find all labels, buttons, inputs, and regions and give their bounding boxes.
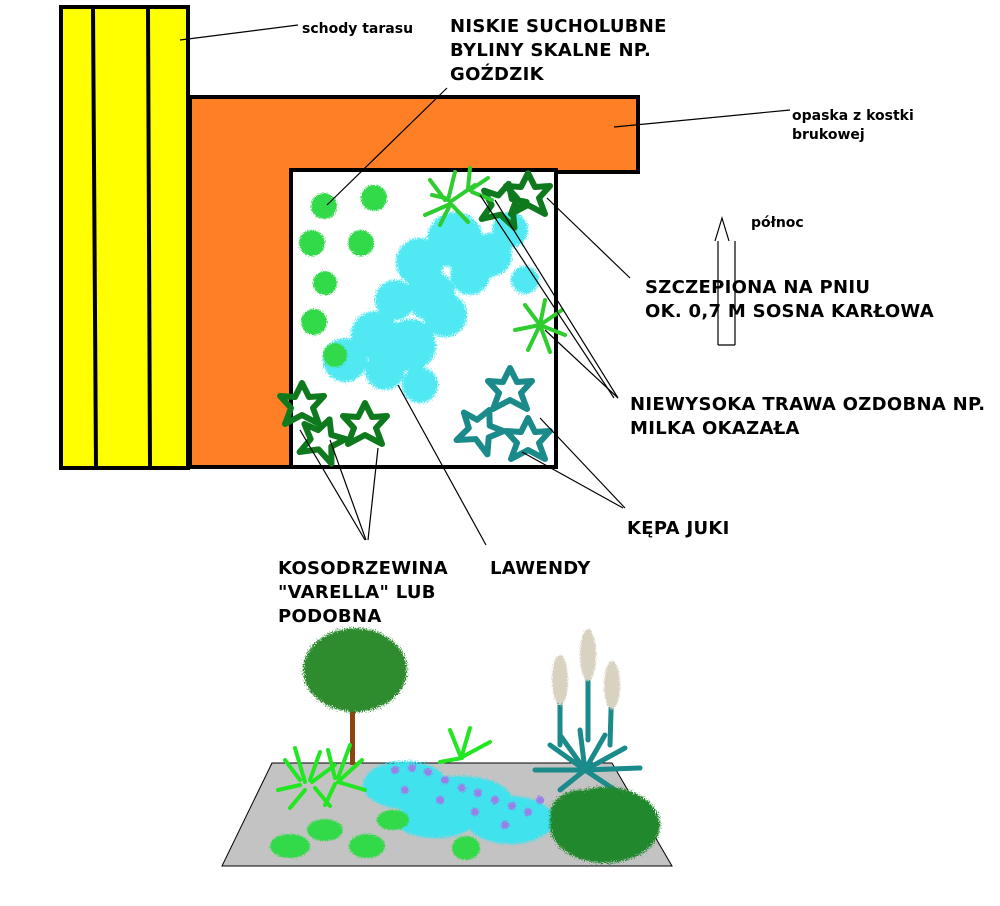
leader-lines (179, 24, 791, 546)
label-mountain-pine-line1: KOSODRZEWINA (278, 558, 449, 579)
label-yucca: KĘPA JUKI (627, 518, 730, 539)
label-lavender: LAWENDY (490, 558, 591, 579)
grass-plumes (552, 629, 620, 709)
mountain-pine-side (276, 726, 492, 810)
plan-view (59, 5, 791, 546)
lavender-flowers (391, 764, 544, 829)
north-arrow-icon (714, 215, 736, 346)
label-dwarf-pine: SZCZEPIONA NA PNIU OK. 0,7 M SOSNA KARŁO… (645, 276, 934, 324)
label-north: północ (751, 215, 804, 231)
label-ornamental-grass-line2: MILKA OKAZAŁA (630, 418, 800, 439)
dianthus-clumps (299, 185, 387, 367)
label-perennials: NISKIE SUCHOLUBNE BYLINY SKALNE NP. GOŹD… (450, 15, 667, 87)
label-mountain-pine-line2: "VARELLA" LUB (278, 582, 436, 603)
label-paving-border-line2: brukowej (792, 127, 865, 143)
label-perennials-line1: NISKIE SUCHOLUBNE (450, 16, 667, 37)
lavender-bed (363, 761, 554, 844)
label-perennials-line2: BYLINY SKALNE NP. (450, 40, 652, 61)
perspective-view (221, 628, 673, 867)
label-ornamental-grass-line1: NIEWYSOKA TRAWA OZDOBNA NP. (630, 394, 986, 415)
label-mountain-pine-line3: PODOBNA (278, 606, 382, 627)
ornamental-grass-plan (423, 166, 567, 354)
dianthus-cushions (270, 810, 480, 860)
label-paving-border: opaska z kostki brukowej (792, 107, 914, 145)
terrace-stairs (59, 5, 190, 470)
label-dwarf-pine-line1: SZCZEPIONA NA PNIU (645, 277, 871, 298)
label-perennials-line3: GOŹDZIK (450, 64, 544, 85)
label-paving-border-line1: opaska z kostki (792, 108, 914, 124)
dwarf-pine-tree (303, 628, 407, 765)
label-terrace-stairs: schody tarasu (302, 21, 414, 37)
label-ornamental-grass: NIEWYSOKA TRAWA OZDOBNA NP. MILKA OKAZAŁ… (630, 393, 985, 441)
label-mountain-pine: KOSODRZEWINA "VARELLA" LUB PODOBNA (278, 557, 448, 629)
label-dwarf-pine-line2: OK. 0,7 M SOSNA KARŁOWA (645, 301, 935, 322)
mountain-pine-shrub (550, 787, 660, 863)
